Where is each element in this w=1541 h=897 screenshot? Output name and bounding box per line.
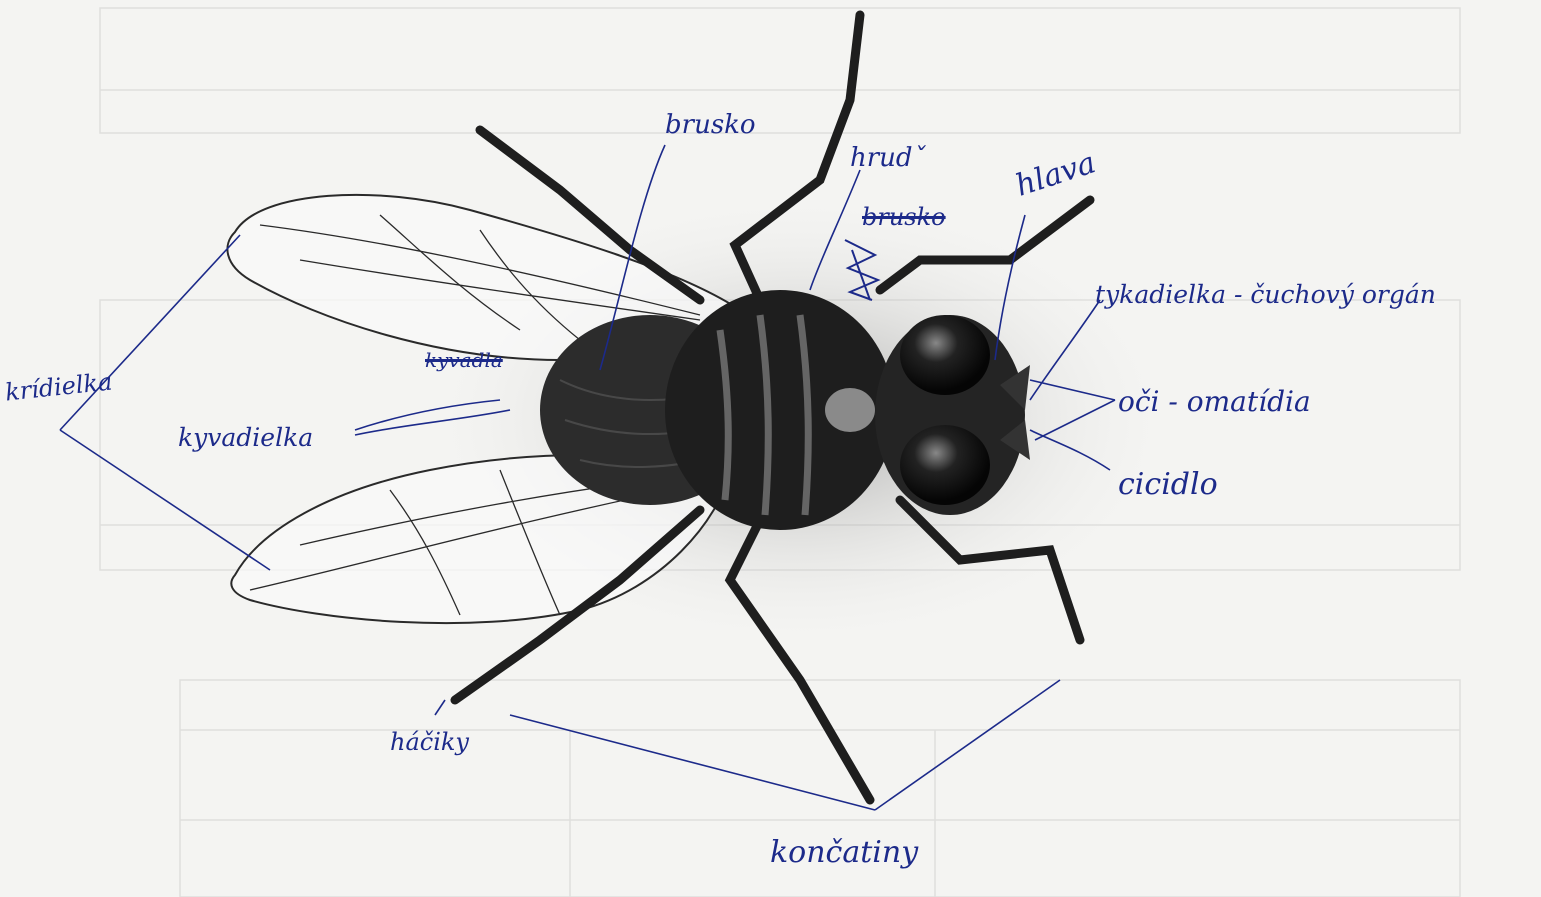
label-kyvadielka: kyvadielka [178, 425, 313, 450]
label-kyvadielka-struck: kyvadla [425, 350, 503, 370]
label-hacky: háčiky [390, 730, 469, 754]
fly-eye-lower [900, 425, 990, 505]
label-tykadielka: tykadielka - čuchový orgán [1095, 282, 1436, 307]
label-oci: oči - omatídia [1118, 388, 1311, 416]
label-hrud: hrudˇ [850, 145, 926, 171]
label-cicidlo: cicidlo [1118, 470, 1218, 500]
label-koncatiny: končatiny [770, 838, 918, 868]
label-brusko-struck: brusko [862, 205, 946, 229]
fly-eye-upper [900, 315, 990, 395]
label-brusko: brusko [665, 112, 756, 138]
